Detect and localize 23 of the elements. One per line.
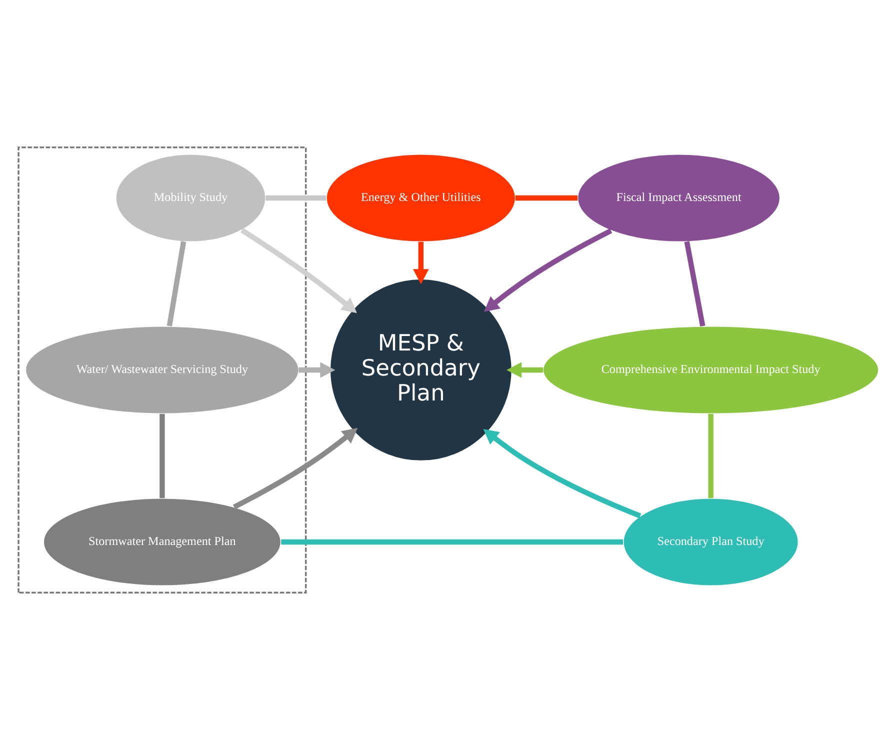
node-circle: MESP & Secondary Plan [330,278,512,462]
arrow [483,428,642,518]
arrow [240,228,357,314]
connector [515,195,578,201]
arrow [484,228,612,312]
arrow [413,242,429,284]
node-ellipse: Stormwater Management Plan [43,498,282,586]
node-ellipse: Energy & Other Utilities [326,154,516,242]
connector [266,195,326,201]
connector [281,539,624,545]
connector [160,414,165,498]
node-ellipse: Comprehensive Environmental Impact Study [542,326,879,414]
arrow [232,428,358,510]
connector [166,241,186,326]
connector [708,414,714,498]
arrow [506,362,544,378]
node-ellipse: Water/ Wastewater Servicing Study [25,326,300,414]
arrow [298,362,336,378]
connector [684,241,706,327]
node-ellipse: Secondary Plan Study [622,498,799,586]
cluster [18,146,307,594]
node-ellipse: Fiscal Impact Assessment [577,154,780,242]
node-ellipse: Mobility Study [115,154,266,242]
